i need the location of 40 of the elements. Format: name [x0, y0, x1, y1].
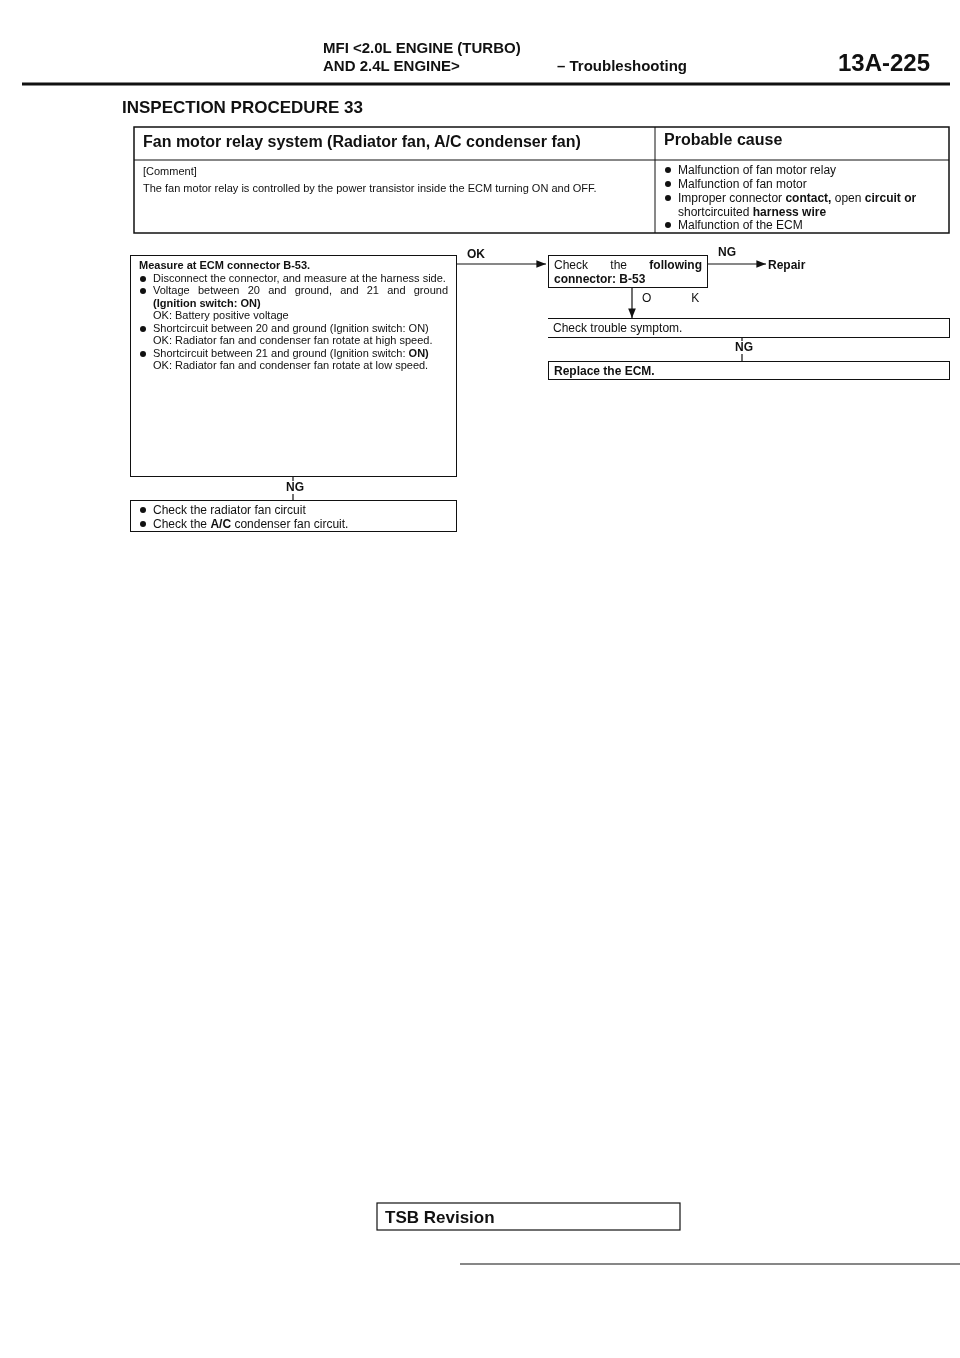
- step-text: Check the following connector: B-53: [554, 258, 702, 286]
- arrow: [628, 287, 636, 319]
- table-cell-text: The fan motor relay is controlled by the power transistor inside the ECM turning ON and OFF.: [143, 182, 598, 195]
- revision-label: TSB Revision: [385, 1208, 495, 1227]
- bullet-item: Disconnect the connector, and measure at the harness side.: [139, 271, 448, 284]
- action-box: [130, 500, 457, 532]
- bullet-item: Check the A/C condenser fan circuit.: [139, 517, 448, 531]
- edge-label: OK: [465, 248, 487, 261]
- header-text: MFI <2.0L ENGINE (TURBO): [323, 39, 521, 56]
- step-heading: Measure at ECM connector B-53.: [139, 259, 312, 272]
- action-box: [548, 361, 950, 380]
- arrow: [456, 260, 547, 268]
- table-heading: Probable cause: [664, 131, 783, 149]
- edge-label: NG: [733, 341, 755, 354]
- bullet-item: Voltage between 20 and ground, and 21 and ground (Ignition switch: ON): [139, 284, 448, 309]
- bullet-item: Check the radiator fan circuit: [139, 503, 448, 517]
- ok-criterion: OK: Radiator fan and condenser fan rotate at high speed.: [152, 334, 434, 347]
- check-box: [548, 255, 708, 288]
- header-text: AND 2.4L ENGINE>: [323, 57, 460, 74]
- edge-label: NG: [284, 481, 306, 494]
- bullet-item: Malfunction of fan motor relay: [664, 163, 958, 177]
- ok-criterion: OK: Radiator fan and condenser fan rotate at low speed.: [152, 359, 430, 372]
- bullet-item: Malfunction of fan motor: [664, 177, 958, 191]
- header-text: – Troubleshooting: [557, 57, 687, 74]
- step-text: Check trouble symptom.: [553, 321, 684, 335]
- check-box: [548, 318, 950, 338]
- procedure-title: INSPECTION PROCEDURE 33: [122, 98, 363, 118]
- test-step-box: [130, 255, 457, 477]
- bullet-item: Shortcircuit between 21 and ground (Ignition switch: ON): [139, 346, 448, 359]
- arrow: [707, 260, 767, 268]
- bullet-item: Malfunction of the ECM: [664, 218, 958, 232]
- result-text: Repair: [768, 256, 828, 274]
- ok-criterion: OK: Battery positive voltage: [152, 309, 290, 322]
- bullet-item: Shortcircuit between 20 and ground (Ignition switch: ON): [139, 321, 448, 334]
- edge-label: NG: [716, 246, 738, 259]
- table-heading: Fan motor relay system (Radiator fan, A/C condenser fan): [143, 133, 582, 151]
- step-text: Replace the ECM.: [554, 364, 656, 378]
- table-cell: [Comment]: [143, 165, 197, 178]
- bullet-item: Improper connector contact, open circuit or shortcircuited harness wire: [664, 191, 958, 219]
- page-number: 13A-225: [838, 50, 931, 76]
